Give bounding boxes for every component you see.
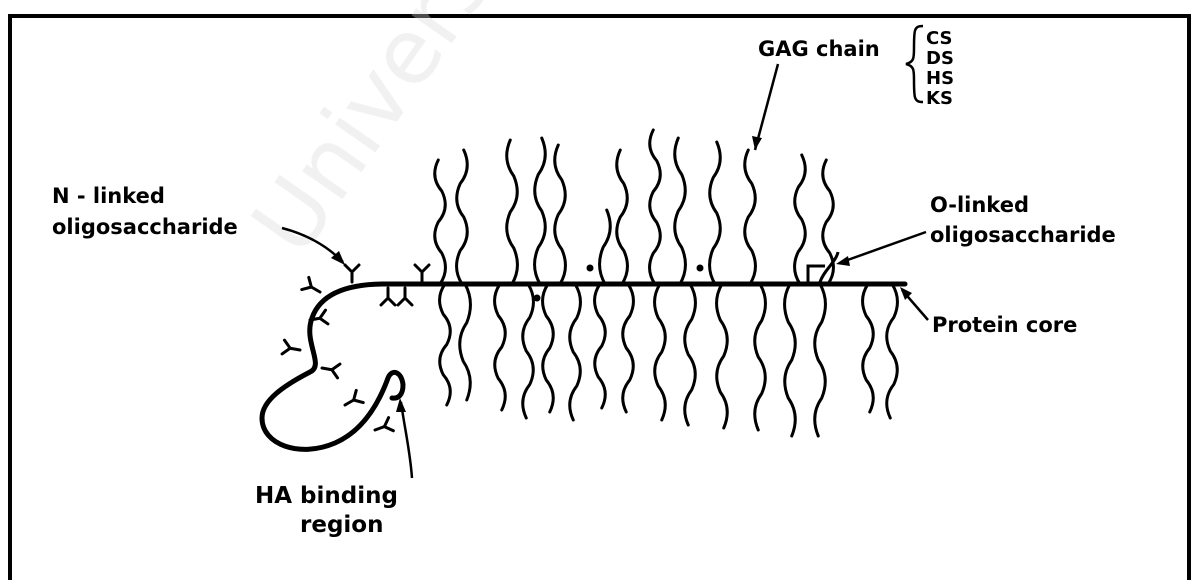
gag-chain-down <box>755 284 766 430</box>
gag-chain-down <box>495 284 506 410</box>
o-linked-arrowhead <box>836 256 850 266</box>
gag-chain-up <box>457 150 468 284</box>
gag-chain-label: GAG chain <box>758 37 880 61</box>
gag-chain-down <box>685 284 696 425</box>
gag-chain-down <box>595 284 606 408</box>
n-linked-branch <box>321 361 340 378</box>
gag-chain-up <box>600 210 611 284</box>
gag-chain-down <box>785 284 796 436</box>
gag-chain-down <box>623 284 634 412</box>
gag-brace <box>906 26 923 102</box>
gag-chain-up <box>745 150 756 284</box>
ha-arrow <box>401 402 412 478</box>
linker-knob <box>587 265 594 272</box>
n-linked-branch <box>282 340 301 357</box>
gag-chain-down <box>460 284 471 400</box>
gag-chain-down <box>570 284 581 420</box>
protein-core-line <box>262 284 905 449</box>
ha-label-line1: HA binding <box>255 483 398 509</box>
gag-chain-down <box>655 284 666 420</box>
gag-type-hs: HS <box>926 68 954 89</box>
linker-knob <box>697 265 704 272</box>
n-linked-branch <box>342 390 364 411</box>
gag-chain-down <box>543 284 554 412</box>
gag-chain-up <box>795 155 806 284</box>
o-linked-arrow <box>842 232 926 262</box>
ha-arrowhead <box>396 398 406 412</box>
n-linked-branch <box>302 277 324 298</box>
n-linked-branch <box>415 265 429 282</box>
gag-type-ds: DS <box>926 48 954 69</box>
gag-type-cs: CS <box>926 28 953 49</box>
n-linked-label-line2: oligosaccharide <box>52 215 238 239</box>
gag-chain-up <box>710 142 721 284</box>
gag-arrow <box>755 64 778 150</box>
o-linked-label-line2: oligosaccharide <box>930 223 1116 247</box>
gag-chain-up <box>535 138 546 284</box>
gag-chain-down <box>815 284 826 436</box>
gag-chain-down <box>887 284 898 418</box>
gag-chain-up <box>650 130 661 284</box>
n-linked-oligosaccharides <box>282 265 429 437</box>
ha-label-line2: region <box>300 512 383 538</box>
gag-chain-down <box>863 284 874 412</box>
gag-chain-down <box>440 284 451 405</box>
gag-chain-up <box>435 160 446 284</box>
gag-chain-up <box>675 138 686 284</box>
gag-chain-up <box>617 150 628 284</box>
n-linked-branch <box>381 288 395 305</box>
n-linked-label-line1: N - linked <box>52 184 165 208</box>
n-linked-branch <box>373 418 394 437</box>
gag-chain-down <box>523 284 534 418</box>
gag-arrowhead <box>752 136 762 150</box>
n-linked-branch <box>345 265 359 282</box>
linker-knob <box>534 295 541 302</box>
gag-type-ks: KS <box>926 88 953 109</box>
gag-chain-down <box>717 284 728 428</box>
gag-chain-up <box>507 140 518 284</box>
o-linked-label-line1: O-linked <box>930 193 1029 217</box>
n-linked-branch <box>398 288 412 305</box>
watermark: University <box>232 0 578 273</box>
gag-chain-up <box>555 145 566 284</box>
protein-core-label: Protein core <box>932 313 1077 337</box>
